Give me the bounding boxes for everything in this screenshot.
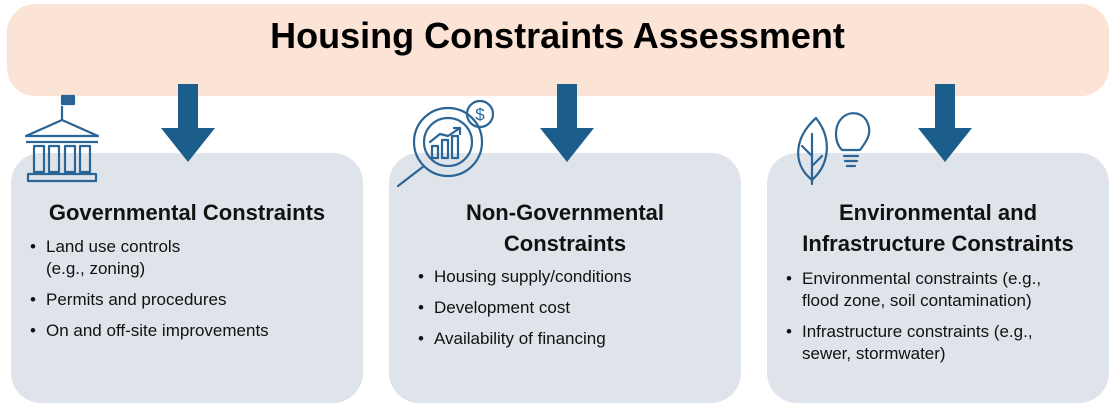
list-item: Availability of financing (414, 328, 734, 350)
svg-text:$: $ (475, 105, 485, 124)
bullet-list: Environmental constraints (e.g.,flood zo… (782, 268, 1104, 374)
bullet-list: Land use controls(e.g., zoning) Permits … (26, 236, 356, 351)
list-item: Permits and procedures (26, 289, 356, 311)
magnifier-chart-dollar-icon: $ (396, 99, 495, 188)
down-arrow-icon (540, 84, 594, 162)
page-title: Housing Constraints Assessment (270, 15, 845, 56)
list-item: Development cost (414, 297, 734, 319)
list-item: Infrastructure constraints (e.g.,sewer, … (782, 321, 1104, 365)
list-item: Housing supply/conditions (414, 266, 734, 288)
bullet-list: Housing supply/conditions Development co… (414, 266, 734, 359)
list-item: Environmental constraints (e.g.,flood zo… (782, 268, 1104, 312)
down-arrow-icon (918, 84, 972, 162)
list-item: On and off-site improvements (26, 320, 356, 342)
down-arrow-icon (161, 84, 215, 162)
title-banner (7, 4, 1109, 96)
leaf-lightbulb-icon (797, 112, 871, 186)
list-item: Land use controls(e.g., zoning) (26, 236, 356, 280)
government-building-icon (24, 94, 100, 183)
card-title: Governmental Constraints (48, 200, 326, 225)
